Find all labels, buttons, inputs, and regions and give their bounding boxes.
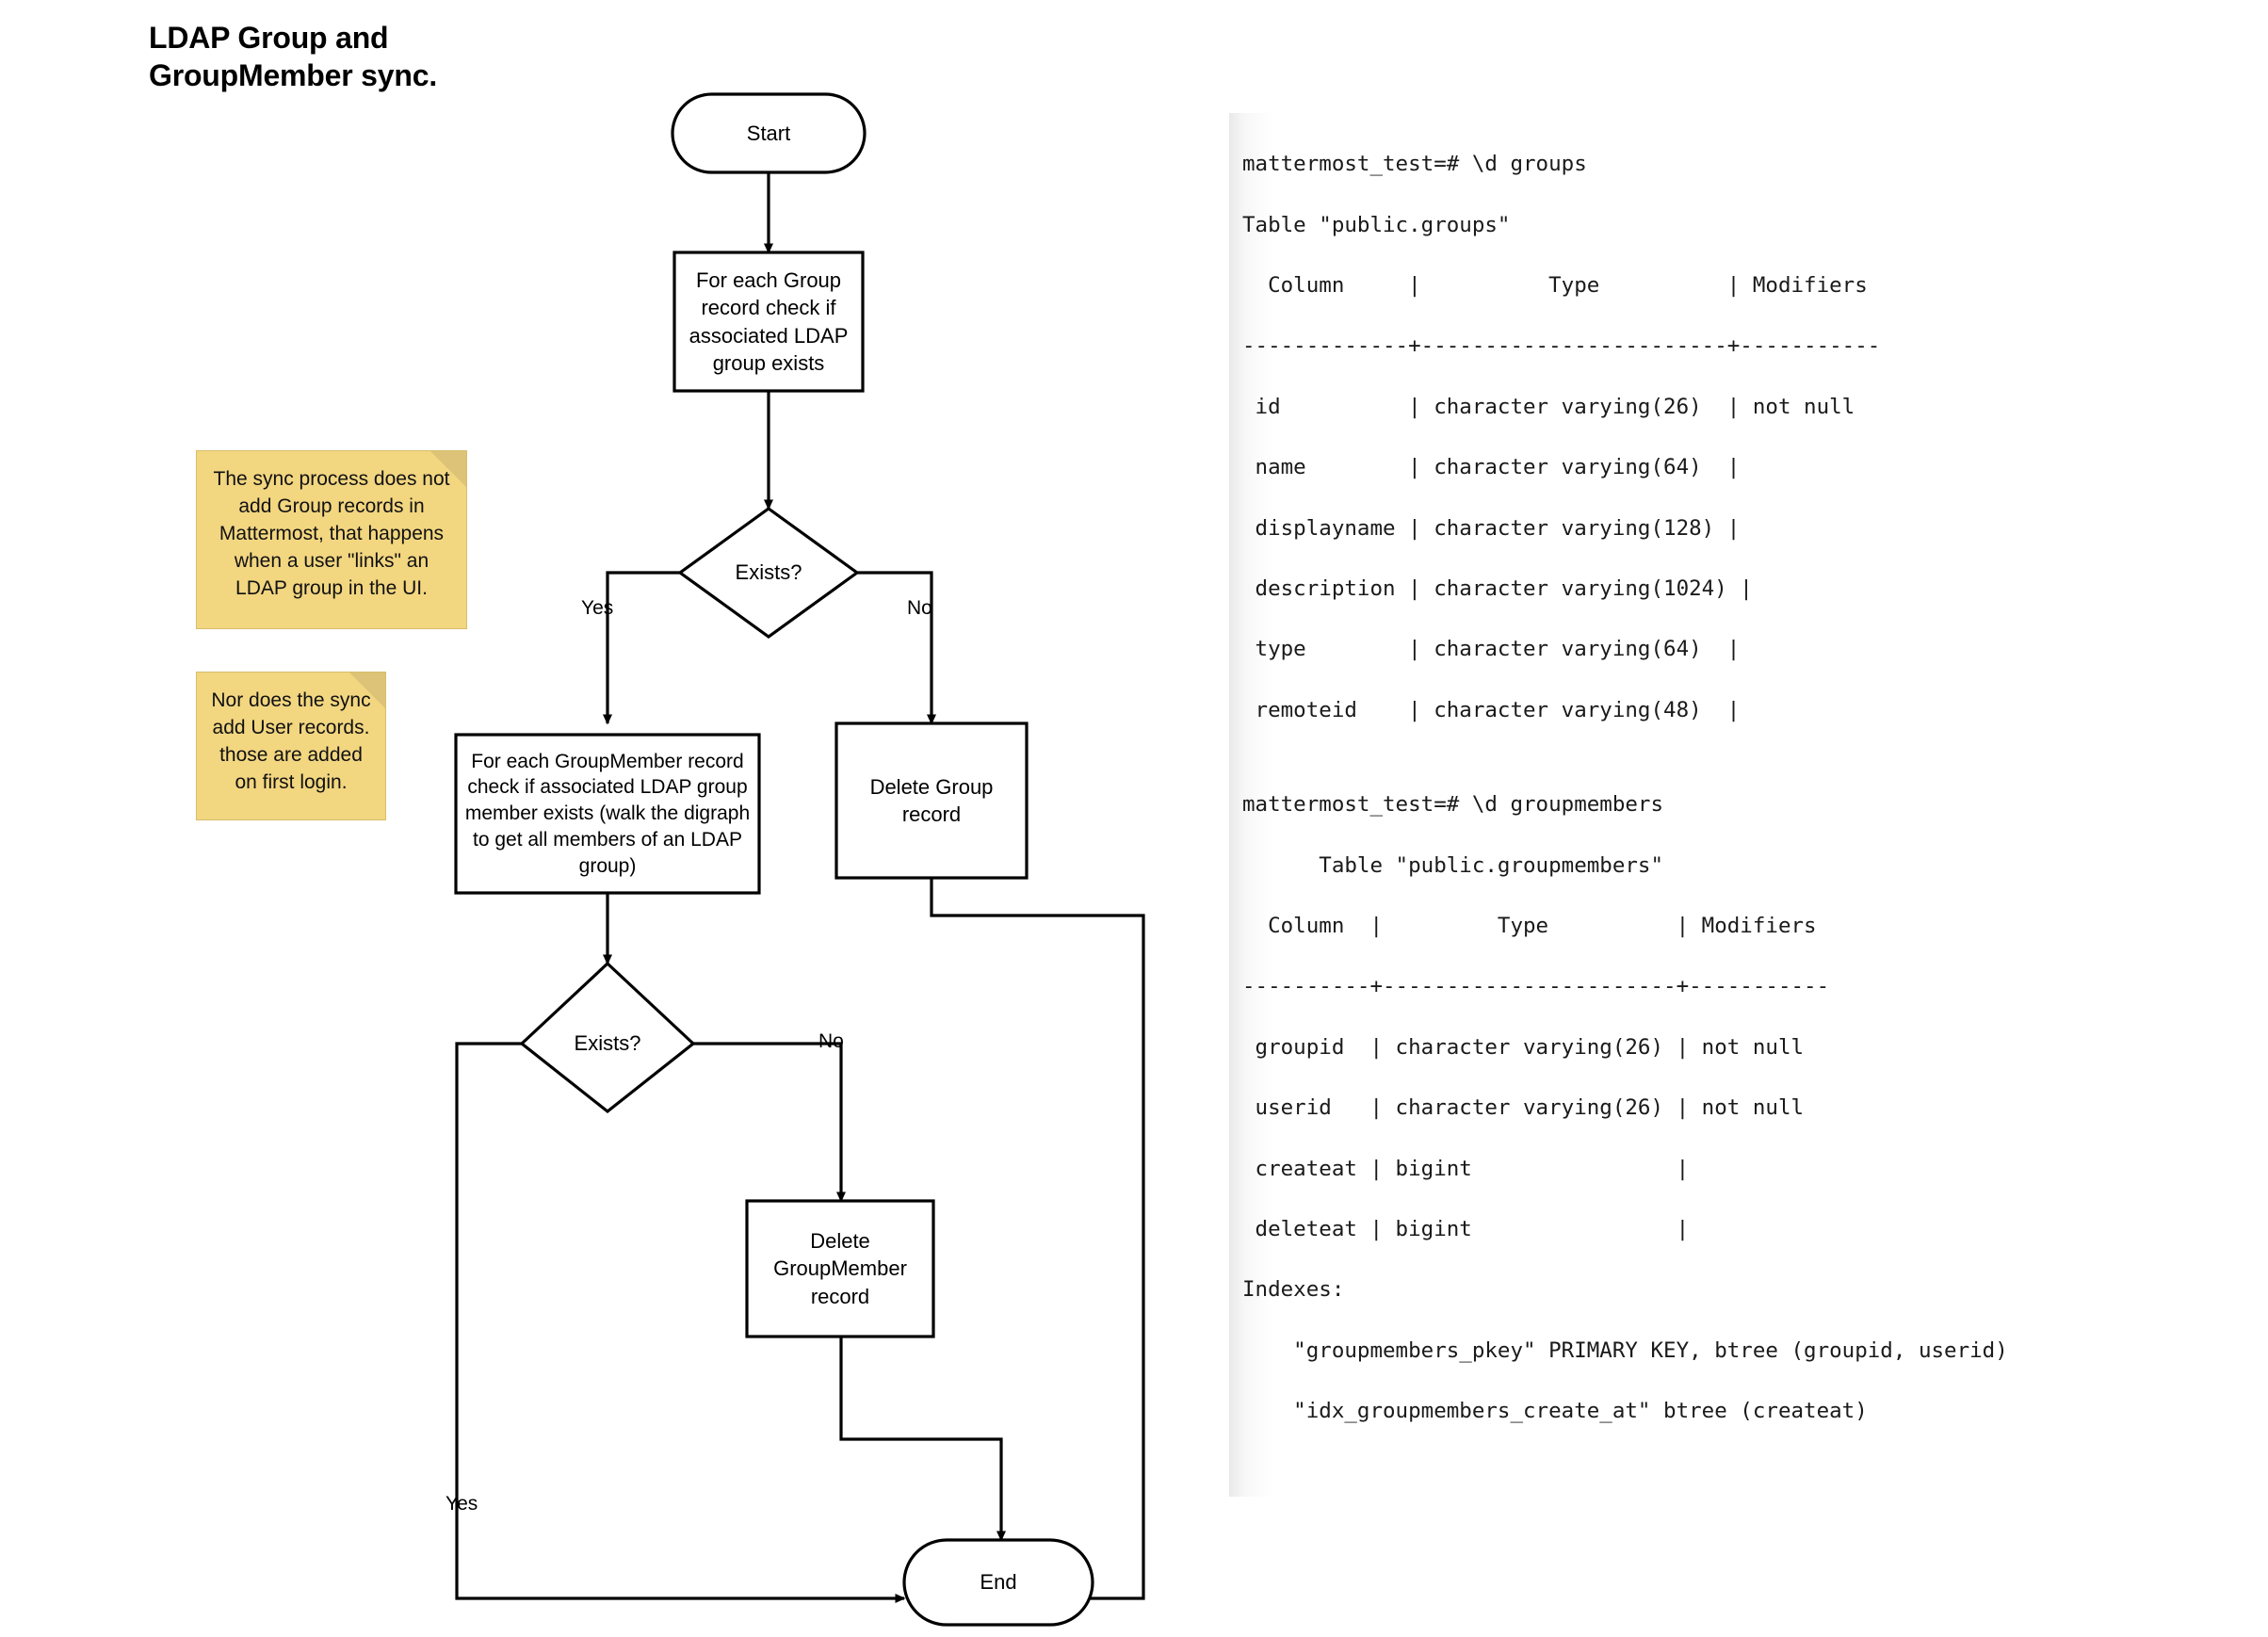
terminal-groups-prompt: mattermost_test=# \d groups xyxy=(1242,152,1587,177)
node-check-groupmember xyxy=(454,733,761,895)
edge-label-group-no: No xyxy=(907,597,932,619)
edge-exists-group-yes xyxy=(603,571,680,725)
terminal-groupmembers-row: createat | bigint | xyxy=(1242,1156,1690,1181)
terminal-groups-row: type | character varying(64) | xyxy=(1242,637,1741,662)
edge-label-member-yes: Yes xyxy=(446,1493,478,1515)
node-exists-member xyxy=(519,961,696,1114)
terminal-groups-row: remoteid | character varying(48) | xyxy=(1242,697,1741,722)
terminal-groupmembers-caption: Table "public.groupmembers" xyxy=(1242,852,1664,878)
node-delete-groupmember xyxy=(745,1199,935,1338)
terminal-groupmembers-table: mattermost_test=# \d groupmembers Table … xyxy=(1229,754,2180,1497)
edge-exists-member-no xyxy=(693,1042,846,1203)
edge-delete-group-to-end xyxy=(930,878,1145,1603)
terminal-groupmembers-indexes-label: Indexes: xyxy=(1242,1277,1345,1303)
terminal-groups-row: name | character varying(64) | xyxy=(1242,455,1741,480)
terminal-groupmembers-separator: ----------+-----------------------+-----… xyxy=(1242,974,1830,999)
edge-label-member-no: No xyxy=(818,1030,844,1052)
terminal-groupmembers-row: groupid | character varying(26) | not nu… xyxy=(1242,1034,1805,1060)
note-user-records: Nor does the sync add User records. thos… xyxy=(196,672,386,820)
note-group-records: The sync process does not add Group reco… xyxy=(196,450,467,629)
terminal-groups-caption: Table "public.groups" xyxy=(1242,212,1511,237)
terminal-groups-row: displayname | character varying(128) | xyxy=(1242,515,1741,541)
edge-exists-group-no xyxy=(857,571,936,725)
node-start xyxy=(671,92,867,174)
terminal-groupmembers-row: userid | character varying(26) | not nul… xyxy=(1242,1095,1805,1121)
edge-label-group-yes: Yes xyxy=(581,597,614,619)
node-end xyxy=(902,1538,1094,1627)
node-check-group xyxy=(672,251,865,393)
page-title-line-2: GroupMember sync. xyxy=(149,58,438,92)
terminal-groups-row: id | character varying(26) | not null xyxy=(1242,394,1855,419)
edge-exists-member-yes xyxy=(455,1042,906,1603)
terminal-groupmembers-prompt: mattermost_test=# \d groupmembers xyxy=(1242,792,1664,818)
note-fold-corner-icon xyxy=(349,673,385,708)
page-title-line-1: LDAP Group and xyxy=(149,21,389,55)
terminal-groups-row: description | character varying(1024) | xyxy=(1242,576,1753,602)
terminal-groups-header: Column | Type | Modifiers xyxy=(1242,273,1868,299)
node-delete-group xyxy=(834,721,1029,880)
note-group-records-text: The sync process does not add Group reco… xyxy=(213,468,450,599)
terminal-groupmembers-row: deleteat | bigint | xyxy=(1242,1217,1690,1242)
page-title: LDAP Group and GroupMember sync. xyxy=(149,19,544,94)
edge-delete-member-to-end xyxy=(839,1337,1006,1542)
note-user-records-text: Nor does the sync add User records. thos… xyxy=(211,689,371,793)
node-exists-group xyxy=(677,507,860,639)
terminal-groups-separator: -------------+------------------------+-… xyxy=(1242,333,1881,359)
terminal-groupmembers-index: "idx_groupmembers_create_at" btree (crea… xyxy=(1242,1399,1868,1424)
terminal-groupmembers-header: Column | Type | Modifiers xyxy=(1242,914,1817,939)
note-fold-corner-icon xyxy=(430,451,466,487)
terminal-groupmembers-index: "groupmembers_pkey" PRIMARY KEY, btree (… xyxy=(1242,1337,2008,1363)
